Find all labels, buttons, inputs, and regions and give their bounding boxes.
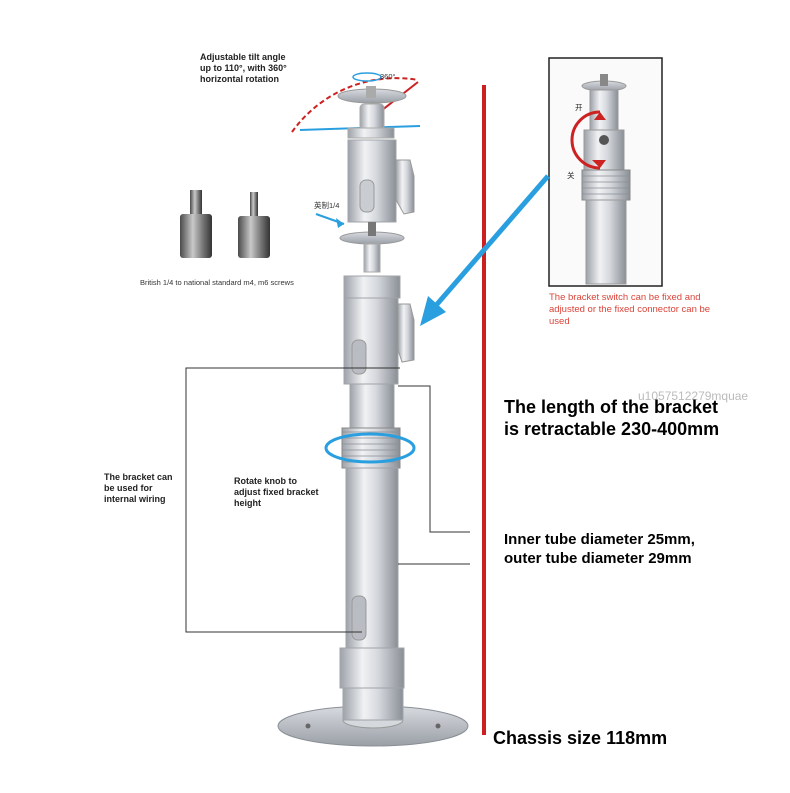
middle-clamp [343, 275, 415, 385]
inset-photo [570, 74, 631, 285]
switch-close-label: 关 [567, 171, 575, 180]
switch-note-line-2: adjusted or the fixed connector can be [549, 304, 711, 315]
diameter-caption: Inner tube diameter 25mm, outer tube dia… [504, 530, 695, 568]
wiring-line-3: internal wiring [104, 494, 166, 504]
rotation-ring-top [352, 72, 382, 82]
wiring-line-2: be used for [104, 483, 153, 493]
screws-caption: British 1/4 to national standard m4, m6 … [140, 278, 294, 287]
switch-note-line-1: The bracket switch can be fixed and [549, 292, 701, 303]
tilt-line-3: horizontal rotation [200, 74, 279, 84]
tilt-caption: Adjustable tilt angle up to 110°, with 3… [200, 52, 287, 85]
tilt-arc [291, 77, 419, 133]
length-caption: The length of the bracket is retractable… [504, 396, 719, 440]
upper-clamp [347, 139, 415, 223]
switch-note-line-3: used [549, 316, 570, 327]
watermark: u1057512279mquae [638, 389, 749, 403]
knob-caption: Rotate knob to adjust fixed bracket heig… [234, 476, 319, 509]
length-bracket-line [398, 385, 470, 533]
rotate-knob-ring [324, 432, 416, 464]
wiring-caption: The bracket can be used for internal wir… [104, 472, 173, 505]
chassis-caption: Chassis size 118mm [493, 728, 668, 748]
switch-note: The bracket switch can be fixed and adju… [549, 292, 710, 328]
base-plate [277, 687, 469, 747]
adapter-label: 英制1/4 [314, 201, 340, 210]
diameter-line-1: Inner tube diameter 25mm, [504, 531, 695, 548]
length-line-2: is retractable 230-400mm [504, 419, 720, 439]
tilt-line-2: up to 110°, with 360° [200, 63, 287, 73]
diameter-line-2: outer tube diameter 29mm [504, 550, 692, 567]
knob-line-3: height [234, 498, 261, 508]
screw-adapter-left [180, 190, 212, 258]
length-line-1: The length of the bracket [504, 397, 719, 417]
knob-line-2: adjust fixed bracket [234, 487, 319, 497]
tilt-line-1: Adjustable tilt angle [200, 52, 286, 62]
wiring-line-1: The bracket can [104, 472, 173, 482]
ball-head [337, 86, 407, 139]
lower-tube [339, 383, 405, 689]
screw-adapter-right [238, 192, 270, 258]
wiring-bracket-line [185, 367, 400, 633]
knob-line-1: Rotate knob to [234, 476, 297, 486]
switch-open-label: 开 [575, 103, 583, 112]
degree-mark: 360° [380, 72, 396, 81]
mount-plate [339, 222, 405, 273]
inset-arrow [430, 174, 550, 312]
